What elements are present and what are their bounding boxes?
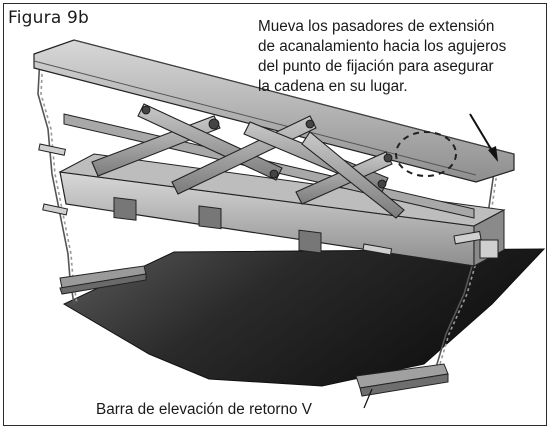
highlight-dashed-circle — [395, 131, 457, 177]
figure-frame: Figura 9b Mueva los pasadores de extensi… — [3, 3, 547, 426]
instruction-line-2: de acanalamiento hacia los agujeros — [258, 38, 507, 55]
lift-frame-illustration — [33, 39, 546, 409]
left-return-bar — [59, 265, 147, 295]
instruction-line-1: Mueva los pasadores de extensión — [258, 18, 495, 35]
instruction-line-4: la cadena en su lugar. — [258, 78, 408, 95]
right-chain — [433, 171, 498, 375]
right-return-bar — [355, 363, 449, 397]
scissor-arms — [91, 103, 405, 219]
right-handles — [362, 230, 499, 259]
left-handles — [38, 143, 69, 216]
dark-sheet — [62, 248, 546, 387]
left-chain — [37, 55, 78, 305]
instruction-line-3: del punto de fijación para asegurar — [258, 58, 494, 75]
callout-arrow — [469, 113, 498, 162]
return-bar-label: Barra de elevación de retorno V — [96, 401, 312, 418]
instruction-callout: Mueva los pasadores de extensión de acan… — [258, 17, 506, 97]
figure-title: Figura 9b — [8, 8, 90, 28]
